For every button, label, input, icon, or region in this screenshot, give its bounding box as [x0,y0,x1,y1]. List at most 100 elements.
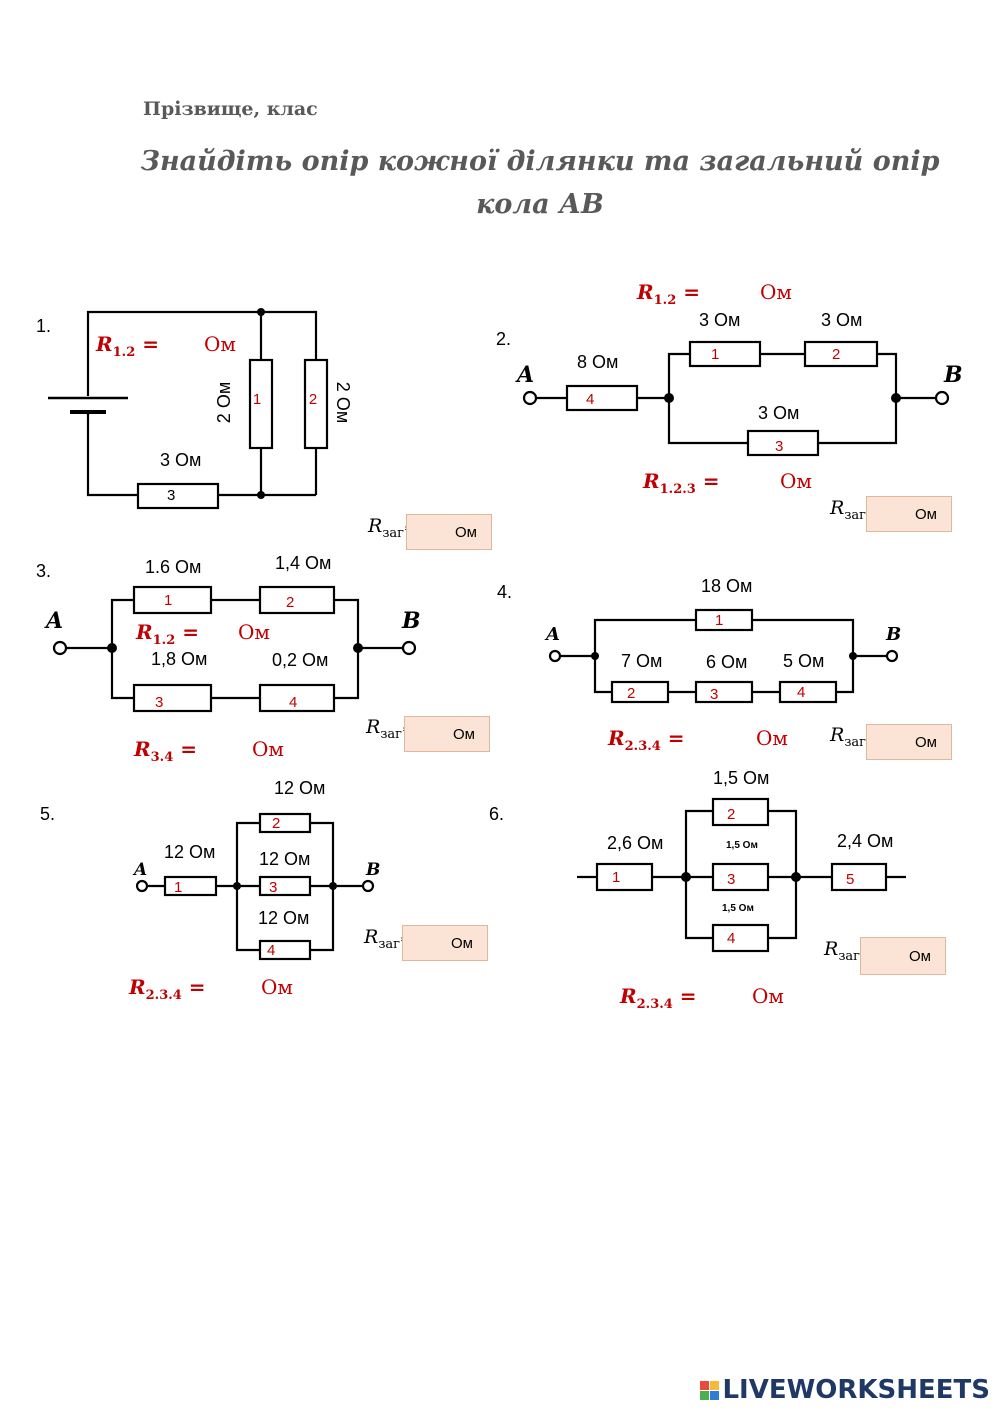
problem-1-label-r3: 3 Ом [160,450,202,470]
circuit-5 [135,812,375,961]
problem-2-resistor-4-number: 4 [586,391,595,408]
problem-6-formula-unit: Ом [752,984,784,1008]
problem-1-label-r2: 2 Ом [333,381,354,424]
problem-6-resistor-1-number: 1 [612,869,621,886]
problem-3-formula-2-unit: Ом [252,737,284,761]
problem-2-formula-2: R1.2.3 = [643,469,720,497]
resistor-2-4 [565,384,639,412]
resistor-6-1 [595,862,654,892]
circuit-1 [48,310,329,510]
problem-5-resistor-3-number: 3 [269,879,278,896]
problem-4-resistor-1-number: 1 [715,612,724,629]
problem-2-label-r2: 3 Ом [821,310,863,330]
problem-5-resistor-1-number: 1 [174,879,183,896]
problem-3-label-r2: 1,4 Ом [275,553,332,573]
problem-3-total-answer-field[interactable]: Ом [404,716,490,752]
resistor-6-5 [830,862,888,892]
resistor-1-1 [248,358,274,450]
problem-6-resistor-4-number: 4 [727,930,736,947]
problem-2-formula-1: R1.2 = [637,280,700,308]
problem-6-resistor-3-number: 3 [727,871,736,888]
problem-2-resistor-2-number: 2 [832,346,841,363]
problem-5-label-r2: 12 Ом [274,778,326,798]
problem-1-formula: R1.2 = [96,332,159,360]
resistor-2-1 [688,340,762,368]
problem-6-resistor-5-number: 5 [846,871,855,888]
problem-1-resistor-1-number: 1 [252,391,262,408]
resistor-2-2 [803,340,879,368]
problem-5-label-r4: 12 Ом [258,908,310,928]
problem-3-point-b: B [402,608,421,634]
problem-6-label-r1: 2,6 Ом [607,833,664,853]
problem-1-total-answer-field[interactable]: Ом [406,514,492,550]
resistor-5-1 [163,875,218,897]
problem-4-number: 4. [497,582,513,602]
problem-3-resistor-2-number: 2 [286,594,295,611]
problem-1-resistor-3-number: 3 [167,487,176,504]
problem-5-formula-unit: Ом [261,975,293,999]
circuit-2 [522,340,950,457]
problem-4-point-b: B [886,624,902,645]
problem-3-resistor-1-number: 1 [164,592,173,609]
problem-2-formula-1-unit: Ом [760,280,792,304]
resistor-1-3 [136,482,220,510]
resistor-5-4 [258,939,312,961]
problem-6-formula: R2.3.4 = [620,984,697,1012]
resistor-4-1 [694,608,754,632]
liveworksheets-logo: LIVEWORKSHEETS [700,1375,990,1405]
problem-2-label-r1: 3 Ом [699,310,741,330]
logo-text: LIVEWORKSHEETS [722,1375,990,1405]
resistor-6-4 [711,923,770,953]
surname-class-label: Прізвище, клас [143,98,318,120]
resistor-6-2 [711,797,770,827]
resistor-5-2 [258,812,312,834]
resistor-3-4 [258,683,336,713]
problem-5-total-answer-field[interactable]: Ом [402,925,488,961]
problem-6-label-r5: 2,4 Ом [837,831,894,851]
resistor-4-4 [778,680,838,704]
problem-6-label-r2: 1,5 Ом [713,768,770,788]
problem-3-label-r4: 0,2 Ом [272,650,329,670]
problem-3-resistor-3-number: 3 [155,694,164,711]
problem-5-label-r3: 12 Ом [259,849,311,869]
resistor-3-2 [258,585,336,615]
problem-4-label-r1: 18 Ом [701,576,753,596]
problem-6-number: 6. [489,804,505,824]
resistor-5-3 [258,875,312,897]
resistor-2-3 [746,429,820,457]
problem-4-resistor-2-number: 2 [627,685,636,702]
problem-6-total-answer-field[interactable]: Ом [860,937,946,975]
problem-3-formula-1-unit: Ом [238,620,270,644]
problem-2-total-answer-field[interactable]: Ом [866,496,952,532]
problem-4-resistor-3-number: 3 [710,686,719,703]
circuit-6 [577,797,906,953]
problem-5-resistor-2-number: 2 [272,815,281,832]
problem-1-formula-unit: Ом [204,332,236,356]
problem-5-resistor-4-number: 4 [267,942,276,959]
problem-1-label-r1: 2 Ом [214,381,235,424]
resistor-4-3 [694,680,754,704]
problem-3-resistor-4-number: 4 [289,694,298,711]
problem-4-formula-unit: Ом [756,726,788,750]
problem-6-label-r4: 1,5 Ом [722,903,754,914]
problem-5-point-a: A [134,860,148,880]
problem-3-formula-2: R3.4 = [134,737,197,765]
problem-4-label-r2: 7 Ом [621,651,663,671]
problem-4-point-a: A [546,624,560,645]
problem-1-number: 1. [36,316,52,336]
circuit-3 [52,585,417,713]
problem-4-total-answer-field[interactable]: Ом [866,724,952,760]
problem-4-label-r4: 5 Ом [783,651,825,671]
problem-3-point-a: A [46,608,64,634]
problem-1-resistor-2-number: 2 [308,391,318,408]
problem-3-formula-1: R1.2 = [136,620,199,648]
problem-2-formula-2-unit: Ом [780,469,812,493]
problem-2-point-b: B [944,362,963,388]
problem-4-formula: R2.3.4 = [608,726,685,754]
problem-6-label-r3: 1,5 Ом [726,840,758,851]
resistor-4-2 [610,680,670,704]
problem-3-label-r3: 1,8 Ом [151,649,208,669]
resistor-3-3 [132,683,213,713]
problem-4-label-r3: 6 Ом [706,652,748,672]
